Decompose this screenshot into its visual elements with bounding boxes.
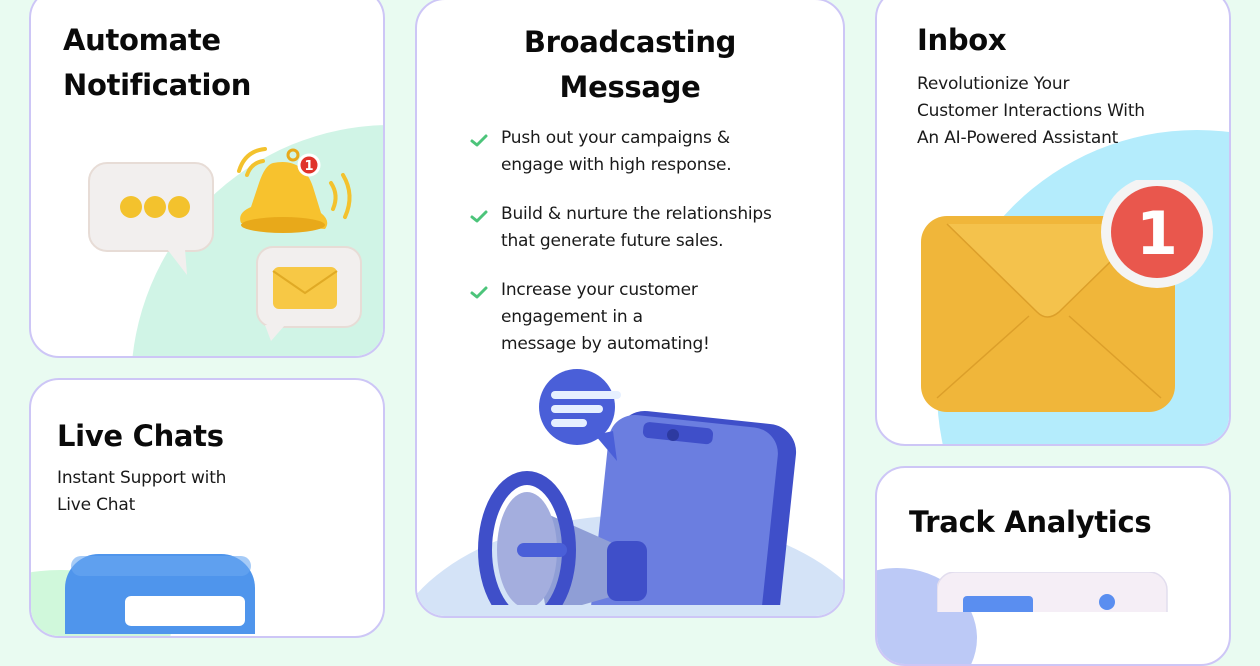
feature-item: Build & nurture the relationships that g… (469, 201, 809, 255)
svg-text:1: 1 (1136, 199, 1178, 269)
feature-item: Increase your customer engagement in a m… (469, 277, 809, 358)
blue-chat-bubble-illustration (65, 554, 255, 634)
chat-dots-icon (88, 162, 214, 275)
card-title: Broadcasting Message (417, 20, 843, 110)
svg-text:1: 1 (304, 159, 313, 174)
megaphone-icon (478, 471, 647, 605)
card-title: Inbox (917, 23, 1007, 57)
message-bubble-icon (539, 369, 621, 461)
analytics-dashboard-illustration (937, 572, 1168, 612)
title-line-2: Message (559, 70, 701, 104)
envelope-icon (921, 216, 1175, 412)
card-description: Revolutionize Your Customer Interactions… (917, 74, 1145, 148)
card-title: Live Chats (57, 419, 224, 453)
bell-icon: 1 (237, 147, 352, 233)
card-title: Track Analytics (909, 505, 1152, 539)
live-chats-card[interactable]: Live Chats Instant Support with Live Cha… (29, 378, 385, 638)
title-line-1: Broadcasting (523, 25, 737, 59)
envelope-notification-illustration: 1 (921, 180, 1213, 412)
broadcasting-message-card[interactable]: Broadcasting Message Push out your campa… (415, 0, 845, 618)
card-title: Automate Notification (63, 18, 251, 108)
check-icon (470, 210, 488, 223)
notification-badge-icon: 1 (1101, 180, 1213, 288)
inbox-card[interactable]: Inbox Revolutionize Your Customer Intera… (875, 0, 1231, 446)
card-description: Instant Support with Live Chat (57, 468, 227, 515)
feature-list: Push out your campaigns & engage with hi… (469, 125, 809, 380)
check-icon (470, 134, 488, 147)
envelope-bubble-icon (256, 246, 362, 341)
feature-item: Push out your campaigns & engage with hi… (469, 125, 809, 179)
chat-bell-envelope-illustration: 1 (88, 147, 362, 341)
check-icon (470, 286, 488, 299)
title-line-2: Notification (63, 68, 252, 102)
automate-notification-card[interactable]: Automate Notification 1 (29, 0, 385, 358)
megaphone-phone-illustration (478, 369, 797, 605)
title-line-1: Automate (63, 23, 221, 57)
track-analytics-card[interactable]: Track Analytics (875, 466, 1231, 666)
